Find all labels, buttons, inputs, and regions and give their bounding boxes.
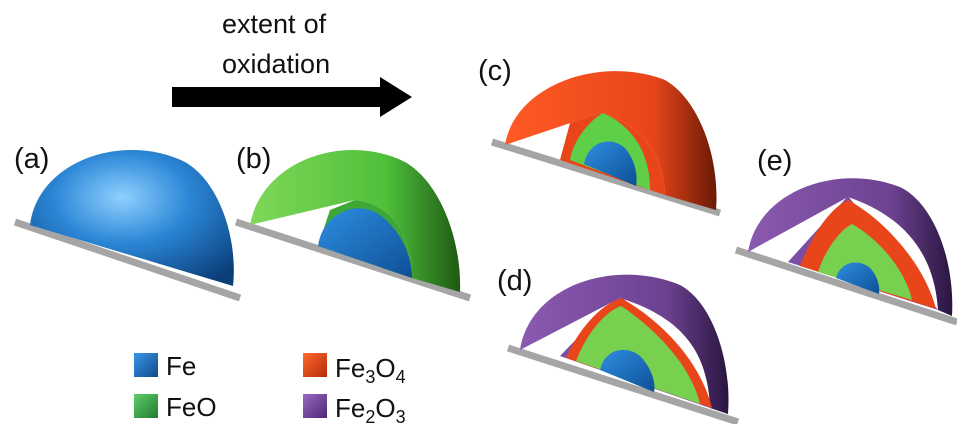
legend-label-fe: Fe bbox=[166, 351, 196, 381]
panel-c bbox=[490, 71, 722, 217]
arrow-label-line2: oxidation bbox=[222, 49, 330, 79]
fe-core-b bbox=[318, 208, 412, 278]
substrate-e bbox=[734, 246, 957, 326]
substrate-d bbox=[506, 344, 740, 424]
substrate-b bbox=[234, 218, 472, 302]
legend-swatch-fe3o4 bbox=[303, 353, 327, 377]
panel-label-a: (a) bbox=[14, 143, 49, 175]
legend-swatch-feo bbox=[134, 394, 158, 418]
fe2o3-shell-e bbox=[748, 178, 953, 316]
panel-label-b: (b) bbox=[236, 143, 271, 175]
fe3o4-shell-c bbox=[505, 71, 717, 210]
fe-core-e bbox=[836, 262, 880, 294]
arrow-shaft bbox=[172, 87, 382, 107]
fe-hemisphere-a bbox=[30, 149, 234, 286]
legend: Fe FeO Fe3O4 Fe2O3 bbox=[134, 351, 406, 424]
substrate-a bbox=[13, 218, 242, 302]
feo-shell-b bbox=[250, 149, 461, 292]
panel-d bbox=[506, 274, 740, 424]
feo-layer-e bbox=[818, 224, 912, 300]
oxidation-arrow bbox=[172, 77, 412, 117]
substrate-c bbox=[490, 138, 722, 217]
legend-label-fe3o4: Fe3O4 bbox=[335, 353, 406, 387]
legend-label-feo: FeO bbox=[166, 392, 217, 422]
panel-a bbox=[13, 149, 242, 302]
panel-label-e: (e) bbox=[757, 145, 792, 177]
arrow-head-icon bbox=[380, 77, 412, 117]
legend-swatch-fe bbox=[134, 353, 158, 377]
panel-e bbox=[734, 178, 957, 326]
legend-swatch-fe2o3 bbox=[303, 394, 327, 418]
legend-label-fe2o3: Fe2O3 bbox=[335, 393, 406, 424]
fe2o3-shell-d bbox=[520, 274, 729, 414]
panel-b bbox=[234, 149, 472, 302]
fe-core-c bbox=[584, 141, 637, 186]
panel-label-c: (c) bbox=[478, 55, 512, 87]
fe-core-d bbox=[600, 349, 655, 392]
panel-label-d: (d) bbox=[497, 265, 532, 297]
